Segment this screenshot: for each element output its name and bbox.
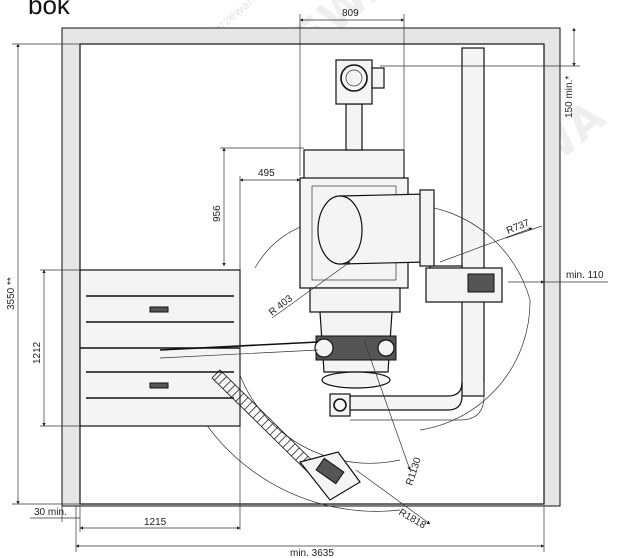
dim-3550: 3550 ** [6,277,17,310]
drawing-heading: bok [28,0,71,20]
dimension-lines [12,14,608,552]
dim-495: 495 [258,168,275,179]
dim-min-110: min. 110 [566,270,604,281]
dim-809: 809 [342,8,359,19]
dim-1215: 1215 [144,517,167,528]
dim-1212: 1212 [32,341,43,364]
fuel-hopper [79,269,241,427]
dim-min-3635: min. 3635 [290,548,334,558]
boiler-unit [299,59,503,417]
feeder-screw [159,341,361,501]
dim-956: 956 [212,205,223,222]
dim-150-min: 150 min.* [564,76,575,118]
dim-30-min: 30 min. [34,507,67,518]
